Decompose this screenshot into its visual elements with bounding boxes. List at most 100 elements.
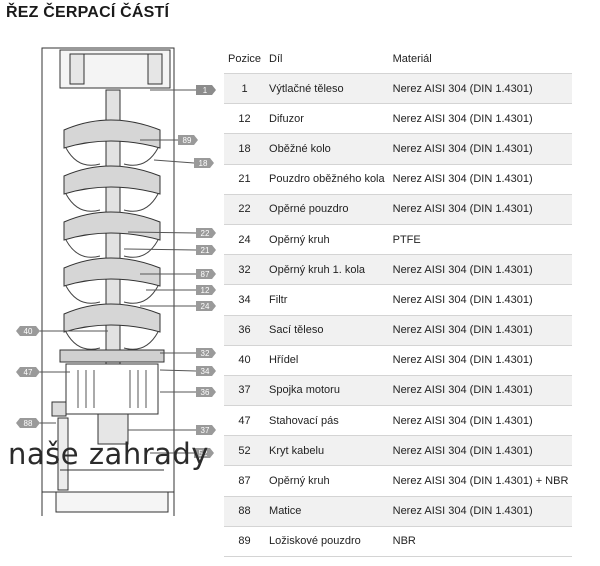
- cell-pozice: 21: [224, 164, 266, 195]
- callout-1-label: 1: [203, 86, 208, 95]
- callout-18-label: 18: [199, 159, 208, 168]
- table-header-row: Pozice Díl Materiál: [224, 45, 573, 74]
- callout-37-label: 37: [201, 426, 210, 435]
- cell-material: Nerez AISI 304 (DIN 1.4301): [388, 435, 573, 467]
- callout-22-label: 22: [201, 229, 210, 238]
- cell-material: Nerez AISI 304 (DIN 1.4301): [388, 375, 573, 407]
- callout-36-label: 36: [201, 388, 210, 397]
- cell-dil: Výtlačné těleso: [265, 73, 389, 105]
- callout-1: 1: [196, 85, 216, 95]
- callout-89-label: 89: [183, 136, 192, 145]
- cell-dil: Sací těleso: [265, 315, 389, 346]
- cell-pozice: 52: [224, 435, 266, 467]
- cell-dil: Opěrný kruh 1. kola: [265, 254, 389, 286]
- filter: [65, 363, 159, 415]
- cell-pozice: 18: [224, 133, 266, 165]
- cell-dil: Matice: [265, 496, 389, 527]
- cell-pozice: 32: [224, 254, 266, 286]
- callout-40: 40: [16, 326, 40, 336]
- callout-12: 12: [196, 285, 216, 295]
- callout-47-label: 47: [24, 368, 33, 377]
- cell-material: Nerez AISI 304 (DIN 1.4301): [388, 284, 573, 316]
- cell-material: Nerez AISI 304 (DIN 1.4301): [388, 133, 573, 165]
- cell-dil: Ložiskové pouzdro: [265, 526, 389, 558]
- leader-lines: [36, 89, 197, 454]
- watermark: naše zahrady: [8, 437, 209, 471]
- cell-material: Nerez AISI 304 (DIN 1.4301): [388, 103, 573, 135]
- callout-24: 24: [196, 301, 216, 311]
- cell-material: Nerez AISI 304 (DIN 1.4301): [388, 496, 573, 527]
- callout-tags: 1 89 18 22 21 87 12 24 40 32 47 34 36 88…: [16, 85, 216, 458]
- cell-pozice: 40: [224, 345, 266, 376]
- cell-material: Nerez AISI 304 (DIN 1.4301): [388, 194, 573, 225]
- pump-cross-section-diagram: 1 89 18 22 21 87 12 24 40 32 47 34 36 88…: [0, 30, 225, 566]
- diffuser-curves: [65, 147, 159, 350]
- impeller-stages: [63, 119, 161, 333]
- cell-dil: Oběžné kolo: [265, 133, 389, 165]
- cell-material: Nerez AISI 304 (DIN 1.4301): [388, 73, 573, 105]
- cell-material: Nerez AISI 304 (DIN 1.4301): [388, 405, 573, 437]
- callout-40-label: 40: [24, 327, 33, 336]
- callout-18: 18: [194, 158, 214, 168]
- cable-guard: [57, 417, 69, 491]
- cell-dil: Pouzdro oběžného kola: [265, 164, 389, 195]
- callout-24-label: 24: [201, 302, 210, 311]
- callout-47: 47: [16, 367, 40, 377]
- cell-material: PTFE: [388, 224, 573, 256]
- callout-21-label: 21: [201, 246, 210, 255]
- cell-pozice: 12: [224, 103, 266, 135]
- cell-dil: Kryt kabelu: [265, 435, 389, 467]
- cell-dil: Opěrné pouzdro: [265, 194, 389, 225]
- suction-body: [59, 349, 165, 363]
- callout-52-label: 52: [199, 449, 208, 458]
- callout-12-label: 12: [201, 286, 210, 295]
- cell-dil: Opěrný kruh: [265, 465, 389, 497]
- cell-pozice: 47: [224, 405, 266, 437]
- motor-coupling: [97, 413, 129, 445]
- page-title: ŘEZ ČERPACÍ ČÁSTÍ: [6, 4, 170, 21]
- callout-34: 34: [196, 366, 216, 376]
- header-dil: Díl: [265, 45, 389, 74]
- callout-88: 88: [16, 418, 40, 428]
- cell-material: NBR: [388, 526, 573, 558]
- header-pozice: Pozice: [224, 45, 266, 74]
- callout-22: 22: [196, 228, 216, 238]
- callout-36: 36: [196, 387, 216, 397]
- cell-pozice: 87: [224, 465, 266, 497]
- callout-32-label: 32: [201, 349, 210, 358]
- callout-89: 89: [178, 135, 198, 145]
- cell-material: Nerez AISI 304 (DIN 1.4301) + NBR: [388, 465, 573, 497]
- callout-87-label: 87: [201, 270, 210, 279]
- callout-88-label: 88: [24, 419, 33, 428]
- cell-dil: Hřídel: [265, 345, 389, 376]
- cell-pozice: 36: [224, 315, 266, 346]
- cell-pozice: 34: [224, 284, 266, 316]
- callout-32: 32: [196, 348, 216, 358]
- cell-pozice: 24: [224, 224, 266, 256]
- cell-material: Nerez AISI 304 (DIN 1.4301): [388, 254, 573, 286]
- cell-pozice: 37: [224, 375, 266, 407]
- cell-dil: Spojka motoru: [265, 375, 389, 407]
- callout-34-label: 34: [201, 367, 210, 376]
- cell-pozice: 88: [224, 496, 266, 527]
- header-material: Materiál: [388, 45, 573, 74]
- callout-21: 21: [196, 245, 216, 255]
- cell-material: Nerez AISI 304 (DIN 1.4301): [388, 345, 573, 376]
- cell-dil: Difuzor: [265, 103, 389, 135]
